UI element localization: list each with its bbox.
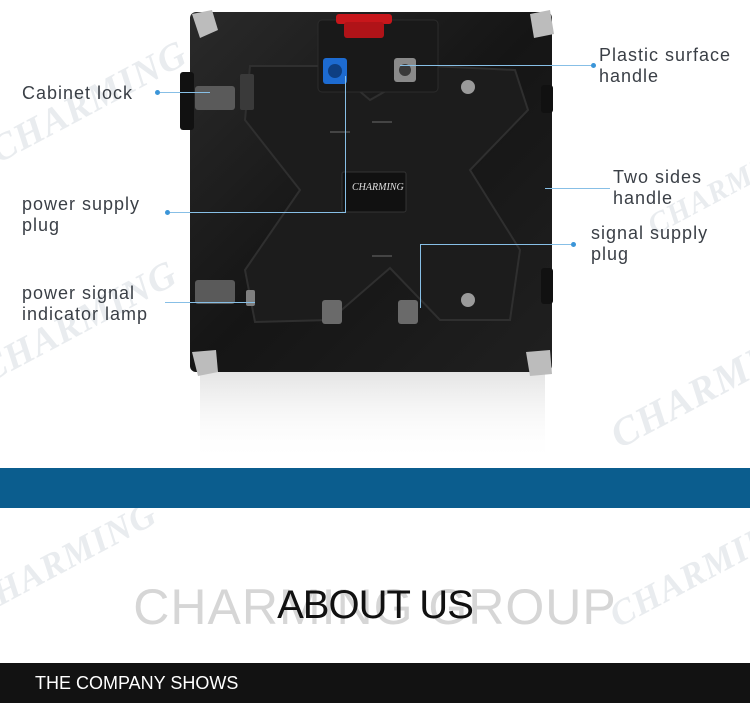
company-shows-bar: THE COMPANY SHOWS: [0, 663, 750, 703]
bottom-connector-right: [398, 300, 418, 324]
red-handle-grip: [344, 22, 384, 38]
callout-signal-supply-plug: signal supply plug: [591, 223, 709, 264]
plastic-handle-leader: [400, 65, 591, 66]
right-side-handle: [541, 85, 553, 113]
power-supply-leader-v: [345, 76, 346, 213]
power-supply-leader-h: [170, 212, 345, 213]
cabinet-lock-dot: [155, 90, 160, 95]
bottom-connector-left: [322, 300, 342, 324]
callout-power-signal-lamp: power signal indicator lamp: [22, 283, 149, 324]
cabinet-reflection: [200, 372, 545, 462]
about-background-word: CHARMING GROUP: [133, 579, 617, 635]
right-side-handle-lower: [541, 268, 553, 304]
signal-supply-leader-v: [420, 244, 421, 308]
two-sides-leader: [545, 188, 610, 189]
signal-supply-leader-h: [420, 244, 571, 245]
blue-divider-band: [0, 468, 750, 508]
indicator-lamp-icon: [246, 290, 255, 306]
cabinet-logo: CHARMING: [352, 182, 404, 193]
callout-two-sides-handle: Two sides handle: [613, 167, 703, 208]
red-handle: [336, 14, 392, 24]
about-title: ABOUT US: [277, 583, 474, 627]
callout-plastic-handle: Plastic surface handle: [599, 45, 732, 86]
product-section: CHARMING CHARMING CHARMING CHARMING: [0, 10, 750, 462]
cabinet-lock-icon: [195, 86, 235, 110]
left-side-handle: [180, 72, 194, 130]
signal-supply-dot: [571, 242, 576, 247]
power-signal-leader: [165, 302, 255, 303]
led-cabinet-image: CHARMING: [180, 10, 554, 462]
about-section: CHARMING CHARMING CHARMING GROUP ABOUT U…: [0, 508, 750, 663]
plastic-handle-dot: [591, 63, 596, 68]
bottom-strip: [0, 703, 750, 722]
cabinet-lock-leader: [160, 92, 210, 93]
power-supply-dot: [165, 210, 170, 215]
callout-cabinet-lock: Cabinet lock: [22, 83, 134, 103]
lower-lock-icon: [195, 280, 235, 304]
company-shows-label: THE COMPANY SHOWS: [35, 673, 239, 693]
callout-power-supply-plug: power supply plug: [22, 194, 141, 235]
label-plate: [341, 171, 407, 213]
